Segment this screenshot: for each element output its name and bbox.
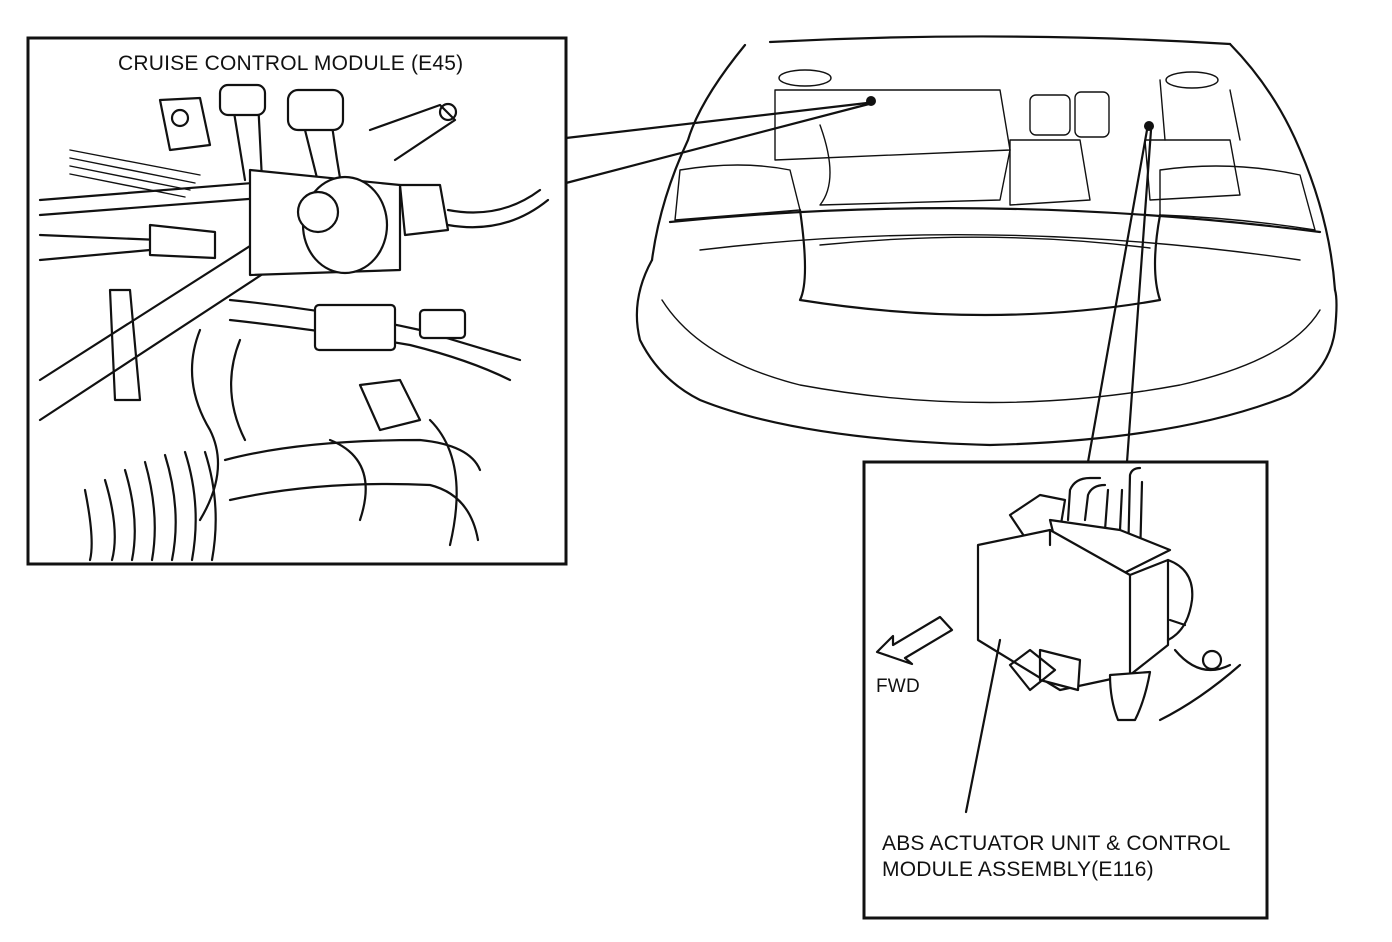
leader-lines: [564, 101, 1153, 464]
fwd-direction-label: FWD: [876, 676, 920, 697]
abs-actuator-inset: [862, 460, 1269, 920]
vehicle-front-view: [635, 35, 1338, 447]
cruise-module-inset: [26, 36, 568, 566]
abs-actuator-label-line2: MODULE ASSEMBLY(E116): [882, 858, 1154, 881]
cruise-control-module-label: CRUISE CONTROL MODULE (E45): [118, 52, 464, 75]
abs-actuator-label-line1: ABS ACTUATOR UNIT & CONTROL: [882, 832, 1231, 855]
